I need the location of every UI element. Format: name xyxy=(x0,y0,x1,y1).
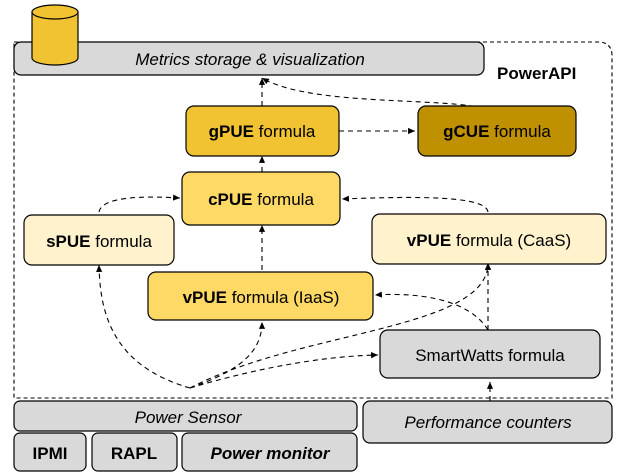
vpue-iaas-formula-label: vPUE formula (IaaS) xyxy=(183,288,340,307)
edge-smartwatts-iaas xyxy=(374,291,489,331)
spue-formula-label: sPUE formula xyxy=(46,232,152,251)
gpue-formula-label: gPUE formula xyxy=(209,122,316,141)
power-monitor-label: Power monitor xyxy=(210,444,330,463)
edge-sensor-spue xyxy=(96,264,191,389)
metrics-storage-box xyxy=(13,41,485,76)
performance-counters-label: Performance counters xyxy=(404,413,572,432)
power-monitor-box xyxy=(181,432,358,472)
vpue-caas-formula-box xyxy=(371,213,607,265)
powerapi-container xyxy=(13,41,613,399)
edge-spue-cpue xyxy=(98,194,181,213)
gcue-formula-box xyxy=(417,105,577,157)
edge-sensor-caas xyxy=(189,262,492,389)
performance-counters-box xyxy=(362,400,613,444)
ipmi-box xyxy=(13,432,87,472)
powerapi-label: PowerAPI xyxy=(497,64,576,83)
power-sensor-box xyxy=(13,400,358,432)
spue-formula-box xyxy=(23,214,175,266)
smartwatts-formula-label: SmartWatts formula xyxy=(415,346,565,365)
gcue-formula-label: gCUE formula xyxy=(443,122,551,141)
ipmi-label: IPMI xyxy=(33,444,68,463)
database-icon xyxy=(31,4,79,66)
cpue-formula-label: cPUE formula xyxy=(208,190,314,209)
rapl-box xyxy=(91,432,178,472)
rapl-label: RAPL xyxy=(111,444,157,463)
power-sensor-label: Power Sensor xyxy=(135,408,243,427)
gpue-formula-box xyxy=(185,105,340,157)
edge-sensor-smartwatts xyxy=(189,352,379,389)
metrics-storage-label: Metrics storage & visualization xyxy=(135,50,365,69)
edge-vpuecaas-cpue xyxy=(341,195,489,213)
vpue-caas-formula-label: vPUE formula (CaaS) xyxy=(407,231,571,250)
vpue-iaas-formula-box xyxy=(147,271,374,321)
smartwatts-formula-box xyxy=(379,329,601,379)
edge-sensor-iaas xyxy=(189,321,266,389)
cpue-formula-box xyxy=(181,171,341,226)
